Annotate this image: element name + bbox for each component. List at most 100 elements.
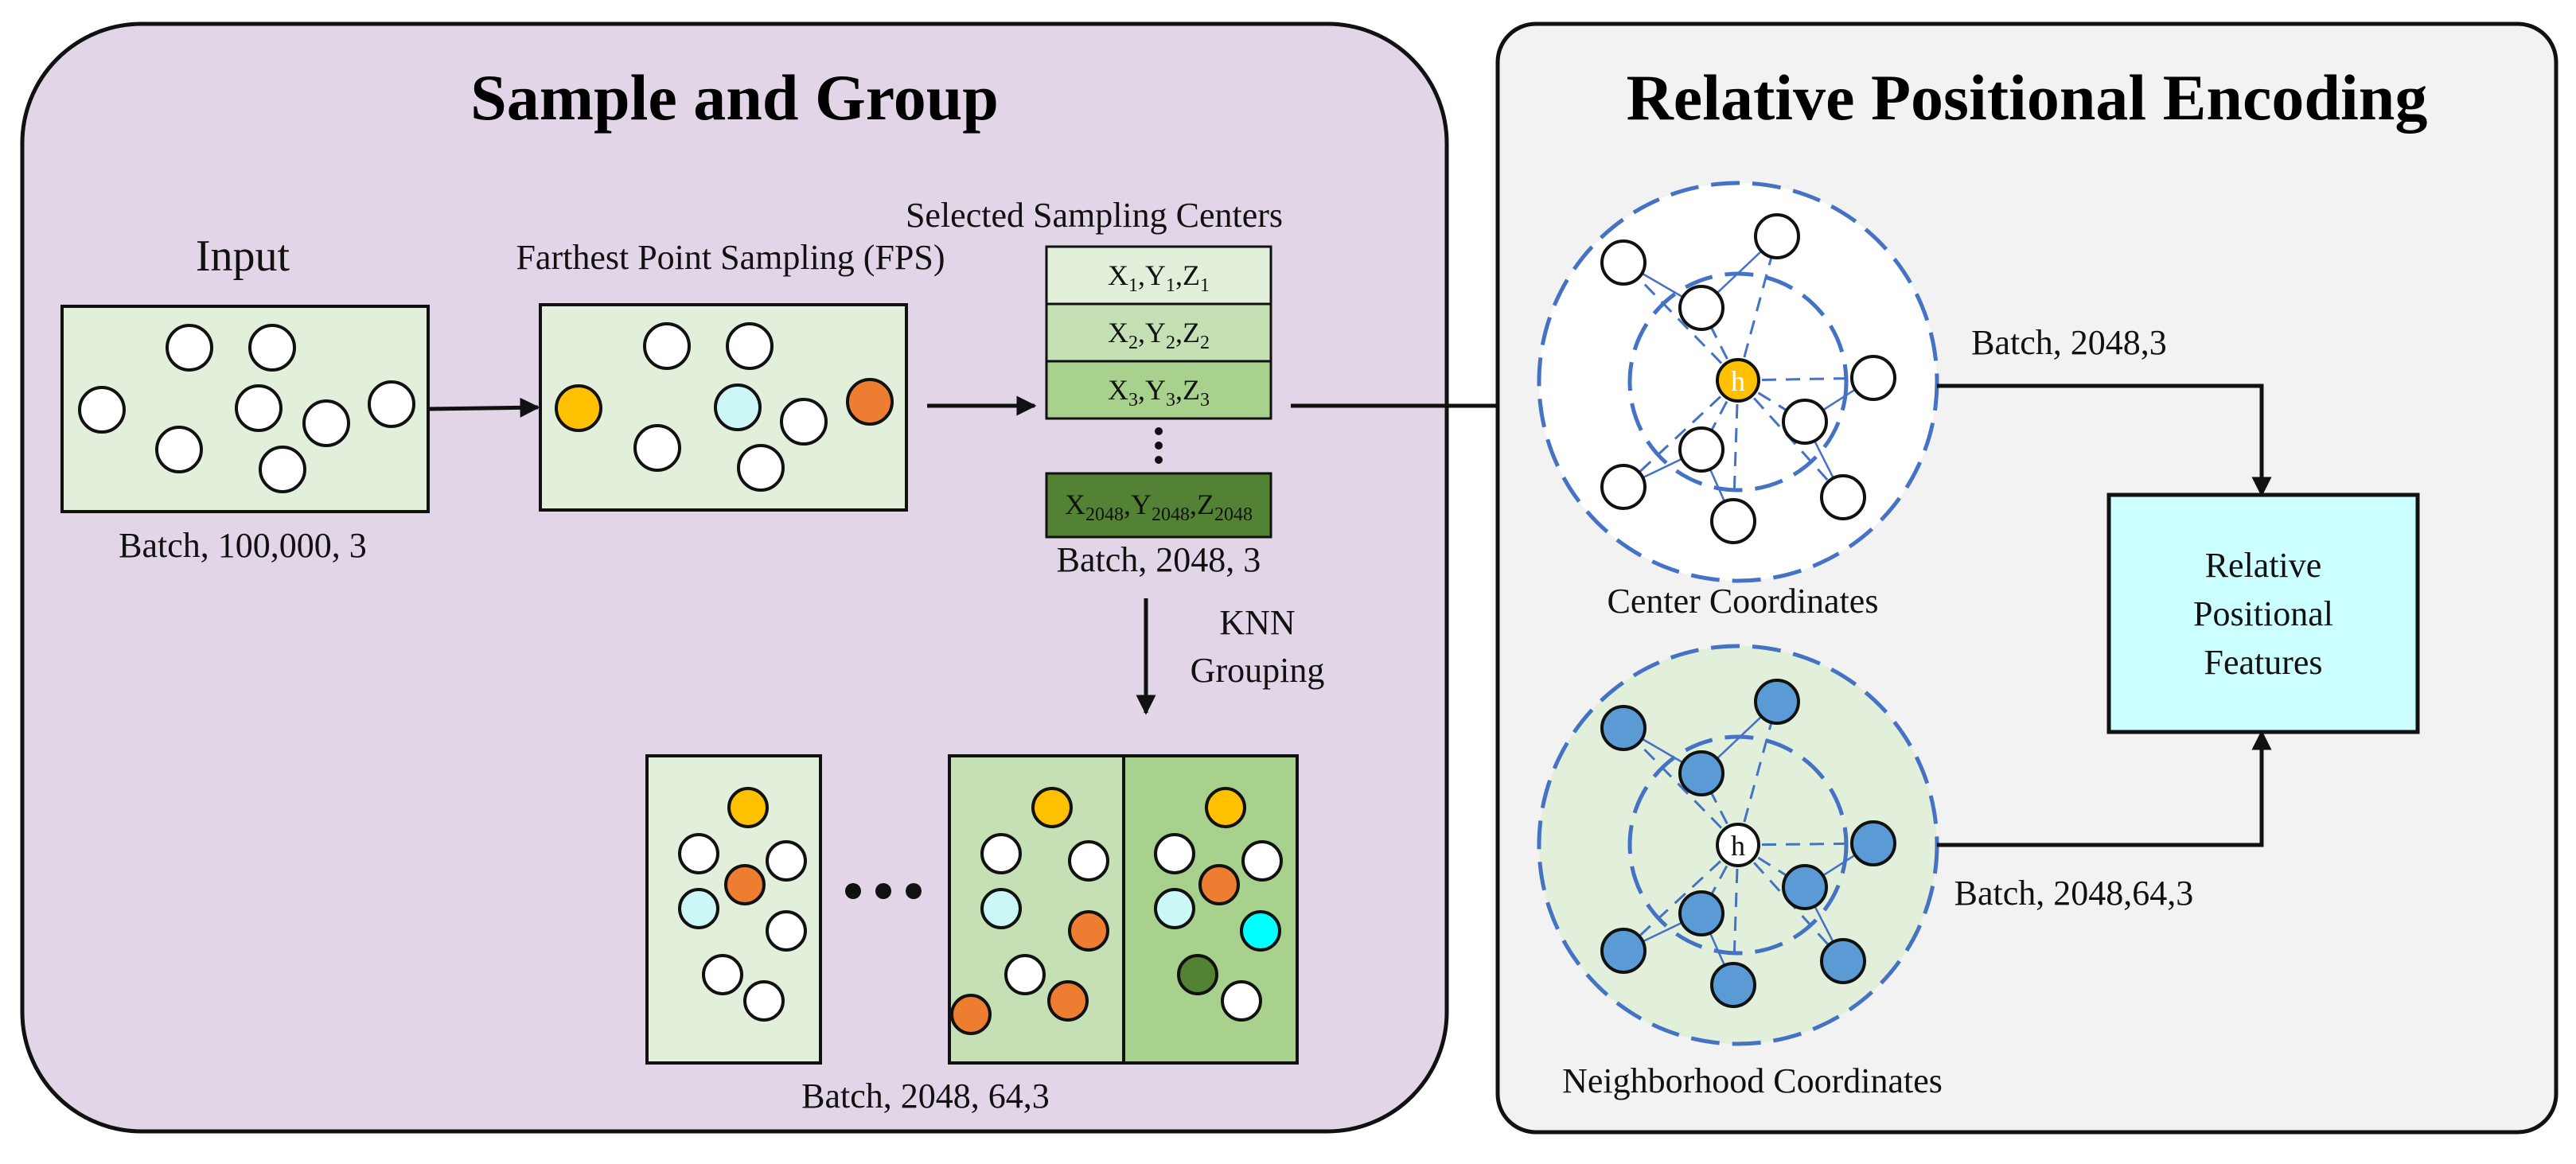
point [1850,820,1896,866]
point [1177,954,1218,995]
ellipsis-dot [875,883,891,899]
point [1068,910,1109,952]
sample-and-group-title: Sample and Group [470,61,999,134]
point [780,398,828,446]
point [980,888,1022,929]
point [1678,426,1724,473]
point [1068,840,1109,882]
ellipsis-dot [906,883,922,899]
point [1820,474,1866,520]
arrow-center-to-features [1937,383,2272,497]
sampled-point-yellow [555,384,602,432]
sampled-point-orange [846,378,894,426]
ellipsis-dot [1155,442,1163,450]
point [1031,787,1073,828]
point [633,424,681,472]
sample-and-group-panel: Sample and Group Input Batch, 100,000, 3… [20,21,1449,1134]
centers-row-2048: X2048,Y2048,Z2048 [1065,489,1253,525]
group-box-1 [645,754,822,1065]
center-coordinates-diagram: h [1537,181,1939,583]
center-node [1716,358,1760,403]
ellipsis-dot [1155,456,1163,464]
point [724,864,766,905]
sampled-point-cyan [714,383,762,431]
point [1754,679,1800,725]
point [1600,705,1647,751]
point [235,384,283,432]
neighbor-node-label: h [1731,830,1745,862]
point [737,444,785,492]
point [78,386,126,434]
point [1754,213,1800,259]
point [1678,285,1724,331]
point [678,888,719,929]
point [950,994,992,1035]
point [727,787,769,828]
features-line-1: Relative [2205,546,2322,585]
arrow-neighborhood-to-features [1937,730,2272,847]
point [1205,787,1246,828]
relative-positional-encoding-panel: Relative Positional Encoding [1495,21,2558,1135]
point [1782,864,1828,910]
point [1782,399,1828,445]
input-shape-label: Batch, 100,000, 3 [119,526,367,565]
point [1047,980,1089,1022]
group-box-3 [1122,754,1299,1065]
relative-positional-encoding-title: Relative Positional Encoding [1627,61,2428,134]
centers-row-2: X2,Y2,Z2 [1108,317,1210,353]
neighborhood-coordinates-diagram: h [1537,644,1939,1046]
point [1198,864,1240,905]
arrow-input-to-fps [427,397,540,418]
centers-row-1: X1,Y1,Z1 [1108,259,1210,296]
top-shape-label: Batch, 2048,3 [1971,323,2167,362]
point [766,910,807,952]
features-line-3: Features [2204,643,2322,682]
point [1004,954,1046,995]
point [702,954,743,995]
point [1154,833,1195,874]
features-line-2: Positional [2193,594,2333,633]
point [1678,890,1724,936]
point [1600,239,1647,286]
point [1710,498,1756,544]
neighbor-center-node [1716,823,1760,867]
point [1600,464,1647,510]
point [1710,962,1756,1008]
point [1240,910,1281,952]
point [1820,938,1866,984]
groups-shape-label: Batch, 2048, 64,3 [801,1076,1050,1115]
point [259,446,306,493]
bottom-shape-label: Batch, 2048,64,3 [1954,874,2194,913]
point [726,322,774,370]
input-point-cloud [60,305,430,513]
centers-shape-label: Batch, 2048, 3 [1057,540,1261,579]
point [166,324,213,372]
point [155,426,203,473]
centers-row-3: X3,Y3,Z3 [1108,374,1210,411]
center-coordinates-label: Center Coordinates [1608,582,1879,621]
relative-positional-features-box: Relative Positional Features [2106,492,2420,734]
point [1241,840,1283,882]
point [678,833,719,874]
point [248,324,296,372]
neighborhood-coordinates-label: Neighborhood Coordinates [1562,1061,1943,1100]
point [1221,980,1262,1022]
point [1850,355,1896,401]
point [1154,888,1195,929]
ellipsis-dot [845,883,861,899]
point [766,840,807,882]
centers-label: Selected Sampling Centers [906,196,1283,235]
point [368,380,415,428]
knn-label: KNN [1219,603,1295,642]
grouping-label: Grouping [1191,651,1325,690]
ellipsis-dot [1155,427,1163,435]
point [302,399,350,447]
fps-label: Farthest Point Sampling (FPS) [516,238,945,277]
point [643,322,691,370]
input-label: Input [196,232,290,281]
group-box-2 [948,754,1125,1065]
fps-point-cloud [539,303,908,512]
point [743,980,785,1022]
centers-table: X1,Y1,Z1 X2,Y2,Z2 X3,Y3,Z3 X2048,Y2048,Z… [1045,245,1272,539]
point [980,833,1022,874]
